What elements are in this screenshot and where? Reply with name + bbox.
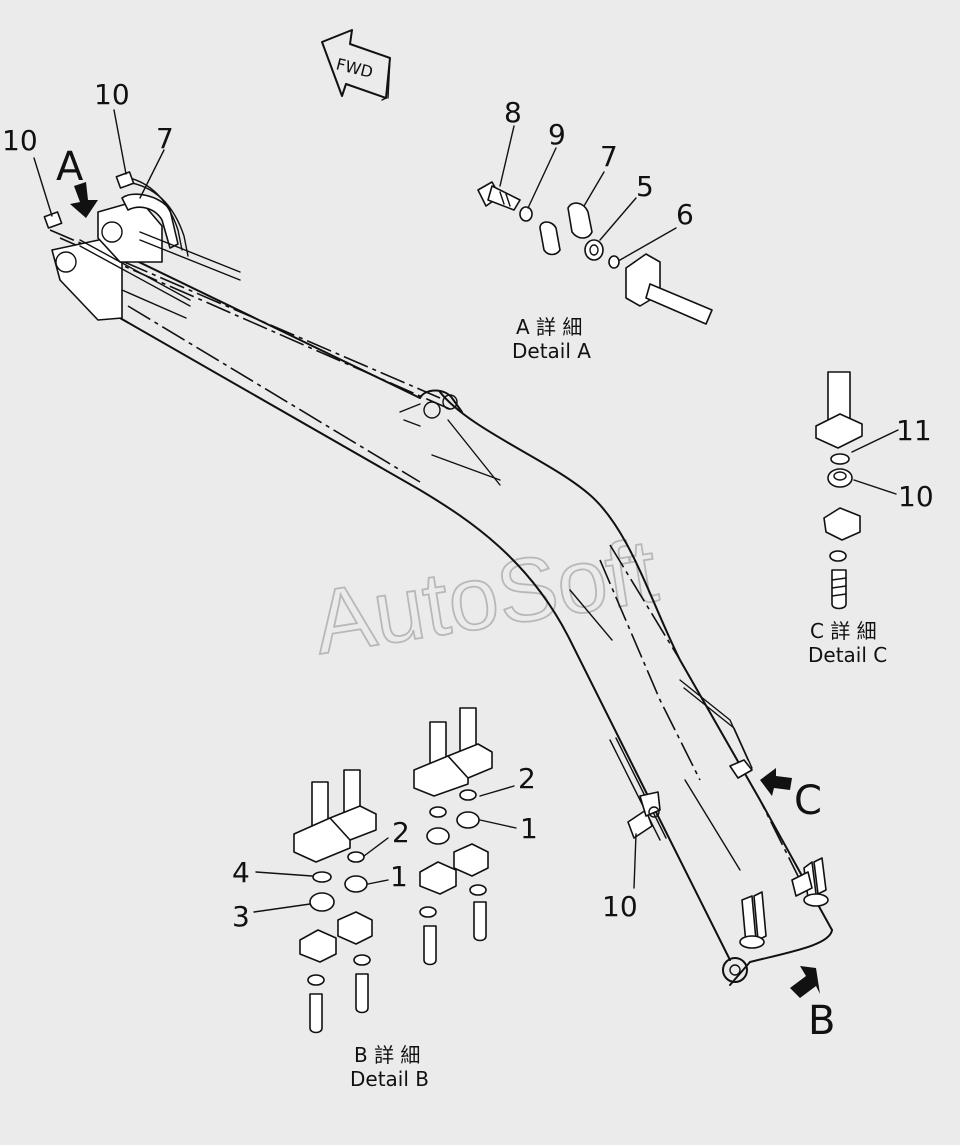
callout-1-right: 1 [520, 812, 538, 845]
callout-10-boom: 10 [602, 890, 638, 923]
letter-a: A [56, 144, 84, 190]
detail-b-parts [293, 707, 493, 1034]
callout-2-left: 2 [392, 816, 410, 849]
detail-a-caption-jp: A 詳 細 [516, 315, 582, 339]
hydraulic-lines [49, 229, 801, 881]
callout-7-head: 7 [156, 122, 174, 155]
detail-a-parts [477, 181, 713, 325]
callout-10-head-left: 10 [2, 124, 38, 157]
callout-9: 9 [548, 118, 566, 151]
letter-b: B [808, 998, 835, 1044]
fwd-arrow: FWD [321, 29, 391, 101]
detail-b-caption-jp: B 詳 細 [354, 1043, 420, 1067]
detail-c-parts [815, 371, 863, 610]
callout-4: 4 [232, 856, 250, 889]
arrow-b [790, 966, 820, 998]
arrow-a [70, 182, 98, 218]
callout-10-detail-c: 10 [898, 480, 934, 513]
callout-numbers: 10 10 7 8 9 7 5 6 11 10 10 2 1 2 1 4 3 [2, 78, 934, 933]
callout-11: 11 [896, 414, 932, 447]
watermark: AutoSoft [307, 521, 664, 674]
callout-2-right: 2 [518, 762, 536, 795]
detail-c-caption-jp: C 詳 細 [810, 619, 877, 643]
detail-a-caption-en: Detail A [512, 339, 591, 363]
arrow-c [760, 768, 792, 796]
clamp-10 [627, 791, 661, 839]
leader-lines [33, 109, 899, 913]
clamps-b [739, 857, 829, 949]
callout-5: 5 [636, 170, 654, 203]
detail-captions: A 詳 細 Detail A C 詳 細 Detail C B 詳 細 Deta… [350, 315, 887, 1091]
callout-6: 6 [676, 198, 694, 231]
callout-7-detail-a: 7 [600, 140, 618, 173]
detail-b-caption-en: Detail B [350, 1067, 429, 1091]
callout-1-left: 1 [390, 860, 408, 893]
boom-head [43, 171, 241, 321]
reference-letters: A C B [56, 144, 835, 1044]
fwd-label: FWD [334, 54, 375, 81]
clamp-c [729, 759, 753, 779]
callout-3: 3 [232, 900, 250, 933]
callout-10-head-top: 10 [94, 78, 130, 111]
letter-c: C [794, 778, 822, 824]
callout-8: 8 [504, 96, 522, 129]
detail-c-caption-en: Detail C [808, 643, 887, 667]
